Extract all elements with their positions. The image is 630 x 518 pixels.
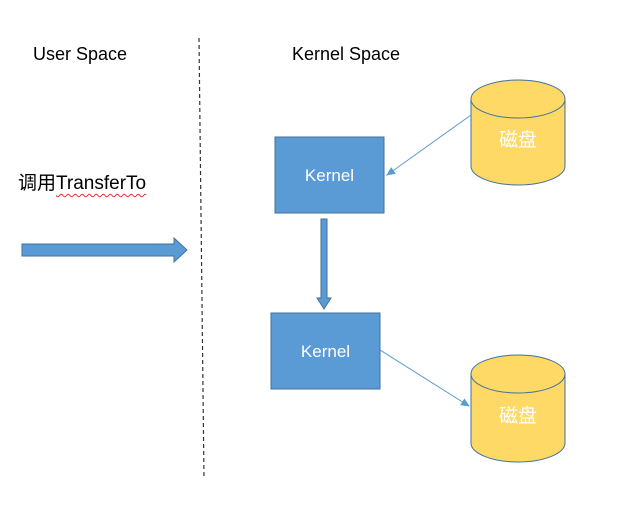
kernel-space-label: Kernel Space — [292, 44, 401, 64]
call-method: TransferTo — [56, 173, 147, 194]
call-prefix: 调用 — [18, 173, 57, 194]
space-divider-line — [198, 37, 205, 479]
kernel-box-bottom — [270, 312, 381, 390]
disk-to-kernel-arrow — [386, 114, 472, 176]
disk-bottom-icon — [470, 354, 566, 463]
kernel-box-top-label: Kernel — [305, 166, 354, 185]
disk-top-icon — [470, 79, 566, 186]
disk-bottom-label: 磁盘 — [499, 405, 537, 427]
transfer-call-label: 调用TransferTo — [18, 168, 146, 195]
call-arrow — [21, 236, 188, 264]
kernel-box-bottom-label: Kernel — [301, 342, 350, 361]
user-space-label: User Space — [33, 44, 128, 64]
kernel-to-kernel-arrow — [316, 218, 332, 310]
disk-top-label: 磁盘 — [499, 129, 537, 151]
kernel-to-disk-arrow — [379, 349, 470, 407]
kernel-box-top — [274, 136, 385, 214]
